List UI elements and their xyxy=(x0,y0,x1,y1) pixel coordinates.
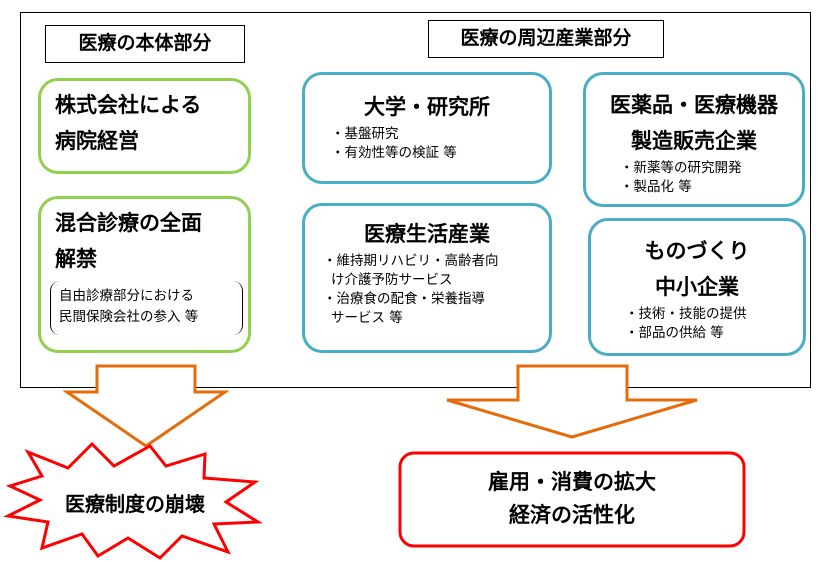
box-iyakuhin: 医薬品・医療機器 製造販売企業 ・新薬等の研究開発 ・製品化 等 xyxy=(583,72,805,207)
kabushiki-line2: 病院経営 xyxy=(55,129,139,153)
main-frame xyxy=(20,12,811,388)
outcome-good-line2: 経済の活性化 xyxy=(509,503,635,527)
iyakuhin-title1: 医薬品・医療機器 xyxy=(610,93,778,117)
daigaku-title: 大学・研究所 xyxy=(364,95,490,119)
monozukuri-item1: ・技術・技能の提供 xyxy=(625,306,747,322)
iryoseikatsu-item2: ・治療食の配食・栄養指導 xyxy=(323,291,485,307)
iyakuhin-item1: ・新薬等の研究開発 xyxy=(620,160,742,176)
daigaku-item2: ・有効性等の検証 等 xyxy=(331,145,457,161)
iryoseikatsu-item1: ・維持期リハビリ・高齢者向 xyxy=(323,253,499,269)
monozukuri-item2: ・部品の供給 等 xyxy=(625,325,724,341)
kabushiki-line1: 株式会社による xyxy=(55,93,202,117)
monozukuri-title2: 中小企業 xyxy=(655,275,739,299)
monozukuri-title1: ものづくり xyxy=(644,239,750,263)
left-section-header: 医療の本体部分 xyxy=(45,25,245,63)
kongo-line1: 混合診療の全面 xyxy=(55,211,202,235)
outcome-good-line1: 雇用・消費の拡大 xyxy=(488,470,656,494)
iyakuhin-item2: ・製品化 等 xyxy=(620,179,692,195)
iryoseikatsu-item1b: け介護予防サービス xyxy=(331,272,453,288)
iyakuhin-title2: 製造販売企業 xyxy=(631,129,757,153)
kongo-note-bracket xyxy=(50,281,243,335)
explosion-burst xyxy=(3,441,263,560)
outcome-good-box xyxy=(398,451,746,548)
kongo-note2: 民間保険会社の参入 等 xyxy=(59,309,199,325)
box-monozukuri: ものづくり 中小企業 ・技術・技能の提供 ・部品の供給 等 xyxy=(588,218,806,356)
right-section-header: 医療の周辺産業部分 xyxy=(428,20,664,58)
kongo-note1: 自由診療部分における xyxy=(59,288,194,304)
right-down-arrow xyxy=(446,364,698,439)
daigaku-item1: ・基盤研究 xyxy=(331,126,399,142)
kongo-line2: 解禁 xyxy=(55,247,97,271)
right-header-text: 医療の周辺産業部分 xyxy=(460,27,632,49)
iryoseikatsu-item2b: サービス 等 xyxy=(331,310,403,326)
box-kongo: 混合診療の全面 解禁 自由診療部分における 民間保険会社の参入 等 xyxy=(38,196,251,353)
left-down-arrow xyxy=(62,364,230,448)
iryoseikatsu-title: 医療生活産業 xyxy=(364,222,490,246)
box-daigaku: 大学・研究所 ・基盤研究 ・有効性等の検証 等 xyxy=(302,72,552,184)
outcome-bad-text: 医療制度の崩壊 xyxy=(65,492,205,516)
box-iryoseikatsu: 医療生活産業 ・維持期リハビリ・高齢者向 け介護予防サービス ・治療食の配食・栄… xyxy=(302,203,552,353)
left-header-text: 医療の本体部分 xyxy=(78,32,212,54)
box-kabushiki: 株式会社による 病院経営 xyxy=(38,78,251,174)
